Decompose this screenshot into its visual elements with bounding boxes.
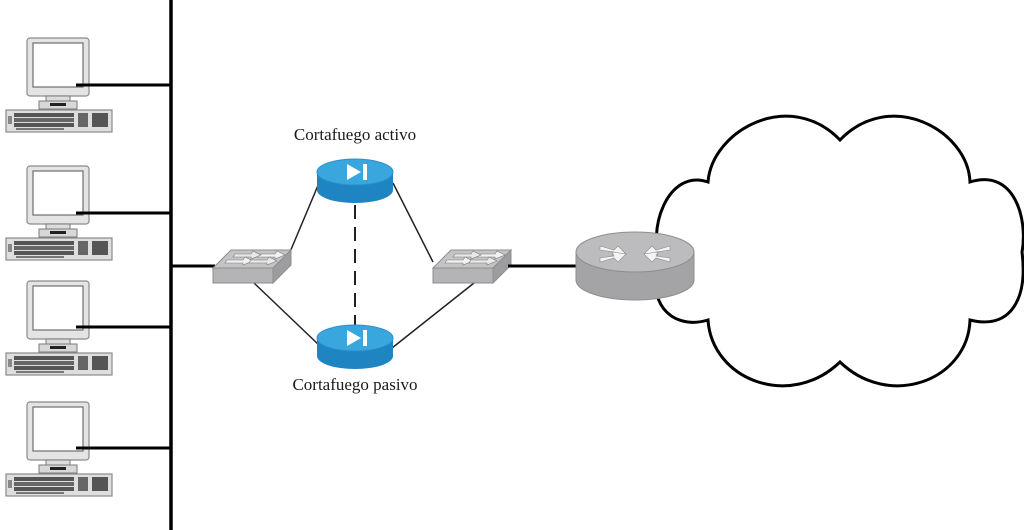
firewall-icon xyxy=(316,158,394,204)
router[interactable] xyxy=(575,231,695,301)
switch-icon xyxy=(212,249,292,284)
switch-internal[interactable] xyxy=(212,249,292,284)
firewall-passive[interactable] xyxy=(316,324,394,370)
switch-external[interactable] xyxy=(432,249,512,284)
switch-icon xyxy=(432,249,512,284)
cloud-icon xyxy=(654,114,1024,388)
switch-internal-to-firewall-active-link xyxy=(289,182,320,253)
firewall-active-to-switch-external-link xyxy=(392,182,434,263)
firewall-passive-label: Cortafuego pasivo xyxy=(292,375,417,394)
firewall-icon xyxy=(316,324,394,370)
switch-internal-to-firewall-passive-link xyxy=(253,282,321,347)
router-icon xyxy=(575,231,695,301)
firewall-active[interactable] xyxy=(316,158,394,204)
firewall-active-label: Cortafuego activo xyxy=(294,125,416,144)
firewall-passive-to-switch-external-link xyxy=(391,282,475,349)
